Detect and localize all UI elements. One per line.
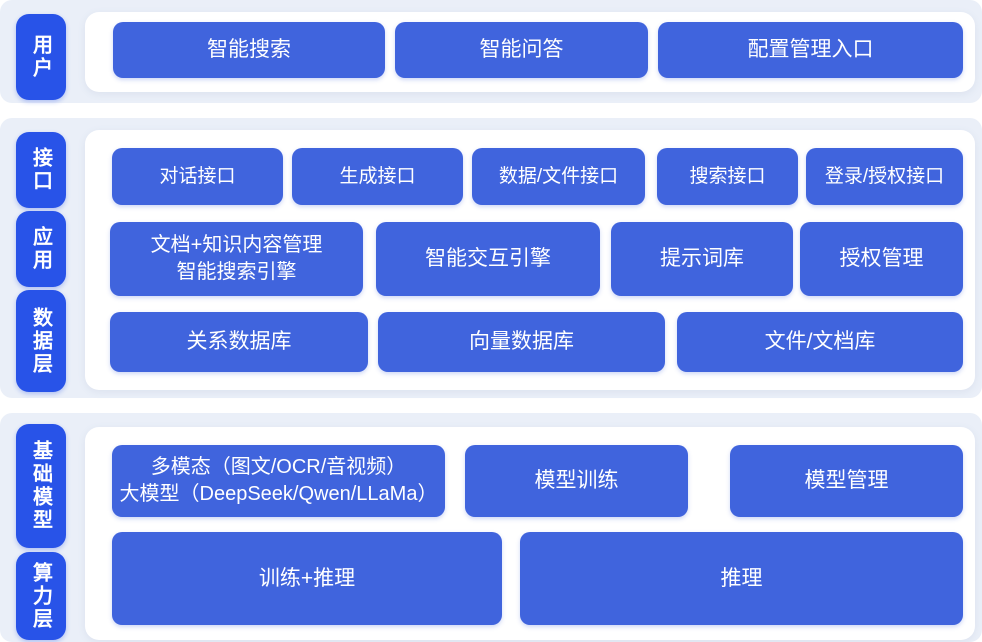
- multimodal-llm-block: 多模态（图文/OCR/音视频） 大模型（DeepSeek/Qwen/LLaMa）: [112, 445, 445, 517]
- layer-label-compute: 算力层: [16, 552, 66, 640]
- layer-label-user: 用户: [16, 14, 66, 100]
- training-inference-block: 训练+推理: [112, 532, 502, 625]
- layer-label-interface: 接口: [16, 132, 66, 208]
- smart-search-block: 智能搜索: [113, 22, 385, 78]
- model-management-block: 模型管理: [730, 445, 963, 517]
- file-doc-store-block: 文件/文档库: [677, 312, 963, 372]
- layer-label-data: 数据层: [16, 290, 66, 392]
- intelligent-interaction-engine-block: 智能交互引擎: [376, 222, 600, 296]
- data-file-api-block: 数据/文件接口: [472, 148, 645, 205]
- search-api-block: 搜索接口: [657, 148, 798, 205]
- prompt-library-block: 提示词库: [611, 222, 793, 296]
- layer-label-application: 应用: [16, 211, 66, 287]
- inference-block: 推理: [520, 532, 963, 625]
- dialog-api-block: 对话接口: [112, 148, 283, 205]
- layer-label-foundation-model: 基础模型: [16, 424, 66, 548]
- auth-management-block: 授权管理: [800, 222, 963, 296]
- relational-db-block: 关系数据库: [110, 312, 368, 372]
- login-auth-api-block: 登录/授权接口: [806, 148, 963, 205]
- model-training-block: 模型训练: [465, 445, 688, 517]
- smart-qa-block: 智能问答: [395, 22, 648, 78]
- generate-api-block: 生成接口: [292, 148, 463, 205]
- config-management-entry-block: 配置管理入口: [658, 22, 963, 78]
- doc-knowledge-search-engine-block: 文档+知识内容管理 智能搜索引擎: [110, 222, 363, 296]
- vector-db-block: 向量数据库: [378, 312, 665, 372]
